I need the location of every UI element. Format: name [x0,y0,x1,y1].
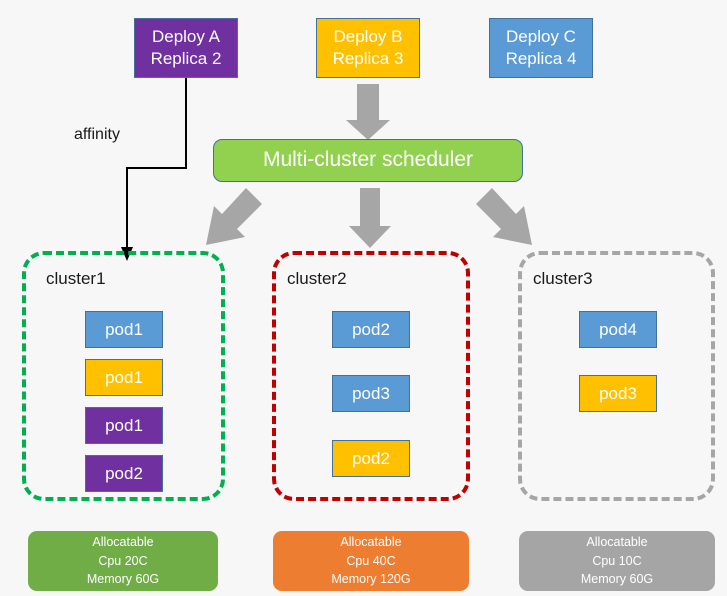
cluster3-label: cluster3 [533,269,593,288]
deploy-a-name: Deploy A [151,27,221,47]
pod-label: pod2 [352,448,390,468]
cluster-box-cluster3[interactable] [518,251,715,501]
deploy-b-replicas: Replica 3 [332,48,404,68]
pod-label: pod3 [599,383,637,403]
pod-label: pod1 [105,319,143,339]
allocatable-cpu: Cpu 10C [592,553,642,568]
pod-label: pod2 [105,463,143,483]
arrow-scheduler-to-cluster1 [206,188,262,245]
pod-cluster3-2[interactable]: pod3 [579,375,657,412]
cluster-box-cluster2[interactable] [272,251,470,501]
allocatable-card-cluster1: Allocatable Cpu 20C Memory 60G [28,531,218,591]
affinity-label: affinity [74,126,120,143]
arrow-scheduler-to-cluster3 [476,188,532,245]
pod-cluster2-2[interactable]: pod3 [332,375,410,412]
allocatable-card-cluster3: Allocatable Cpu 10C Memory 60G [519,531,715,591]
pod-cluster2-1[interactable]: pod2 [332,311,410,348]
pod-label: pod1 [105,367,143,387]
cluster1-label: cluster1 [46,269,106,288]
pod-cluster1-3[interactable]: pod1 [85,407,163,444]
deploy-card-b[interactable]: Deploy B Replica 3 [316,18,420,78]
pod-cluster1-1[interactable]: pod1 [85,311,163,348]
allocatable-title: Allocatable [92,534,154,549]
affinity-connector [126,78,187,251]
pod-cluster3-1[interactable]: pod4 [579,311,657,348]
pod-label: pod4 [599,319,637,339]
deploy-card-a[interactable]: Deploy A Replica 2 [134,18,238,78]
deploy-a-replicas: Replica 2 [150,48,222,68]
pod-cluster2-3[interactable]: pod2 [332,440,410,477]
pod-label: pod2 [352,319,390,339]
pod-cluster1-4[interactable]: pod2 [85,455,163,492]
cluster-box-cluster1[interactable] [22,251,225,501]
arrow-deployb-to-scheduler [346,84,390,140]
multi-cluster-scheduler[interactable]: Multi-cluster scheduler [213,139,523,182]
pod-cluster1-2[interactable]: pod1 [85,359,163,396]
allocatable-memory: Memory 60G [580,572,654,587]
allocatable-card-cluster2: Allocatable Cpu 40C Memory 120G [273,531,469,591]
allocatable-cpu: Cpu 20C [98,553,148,568]
scheduler-label: Multi-cluster scheduler [262,148,474,172]
allocatable-memory: Memory 120G [331,572,411,587]
allocatable-title: Allocatable [340,534,402,549]
deploy-c-replicas: Replica 4 [505,48,577,68]
pod-label: pod1 [105,415,143,435]
deploy-b-name: Deploy B [333,27,403,47]
arrow-scheduler-to-cluster2 [349,188,391,248]
pod-label: pod3 [352,383,390,403]
allocatable-title: Allocatable [586,534,648,549]
allocatable-memory: Memory 60G [86,572,160,587]
allocatable-cpu: Cpu 40C [346,553,396,568]
deploy-card-c[interactable]: Deploy C Replica 4 [489,18,593,78]
cluster2-label: cluster2 [287,269,347,288]
deploy-c-name: Deploy C [506,27,576,47]
